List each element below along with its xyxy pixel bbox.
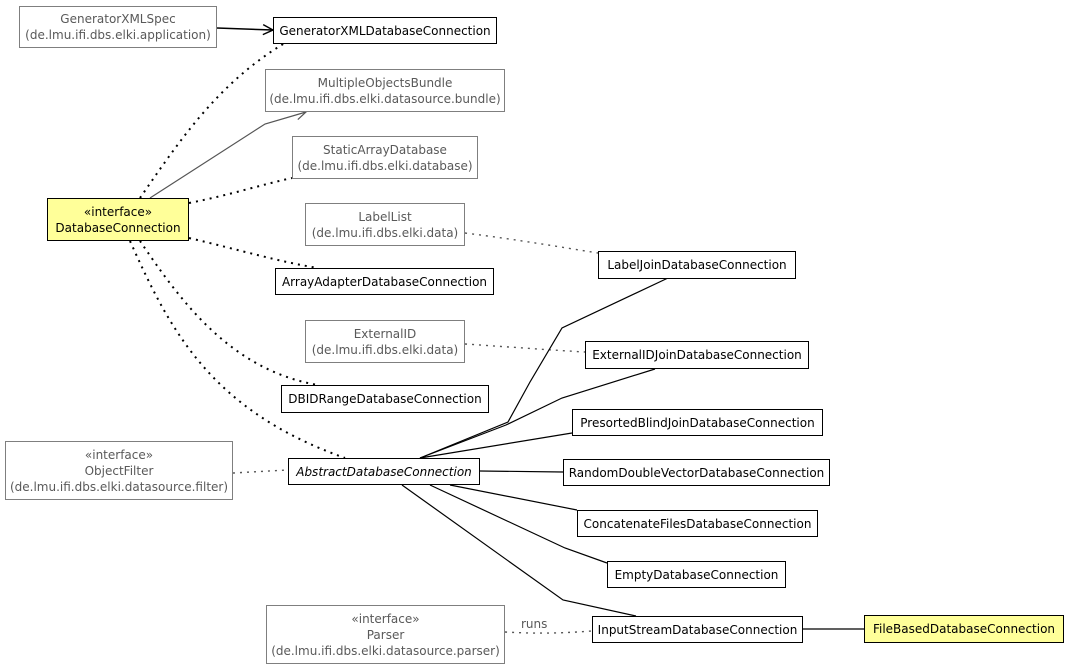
node-array-adapter-database-connection[interactable]: ArrayAdapterDatabaseConnection: [275, 268, 494, 295]
node-multiple-objects-bundle[interactable]: MultipleObjectsBundle (de.lmu.ifi.dbs.el…: [265, 69, 505, 112]
node-name: ArrayAdapterDatabaseConnection: [281, 274, 488, 289]
node-label-list[interactable]: LabelList (de.lmu.ifi.dbs.elki.data): [305, 203, 465, 246]
edge-dbidrange-realizes-dbconn: [139, 240, 319, 386]
node-name: ExternalID: [353, 326, 417, 341]
node-name: StaticArrayDatabase: [323, 142, 447, 157]
edge-generator-realizes-dbconn: [139, 39, 291, 199]
edge-externalidjoin-extends-abstract: [419, 368, 656, 459]
node-name: FileBasedDatabaseConnection: [872, 622, 1056, 636]
edge-dbconn-uses-bundle: [149, 112, 306, 199]
node-name: ExternalIDJoinDatabaseConnection: [592, 348, 802, 362]
node-name: Parser: [366, 627, 405, 642]
node-file-based-database-connection[interactable]: FileBasedDatabaseConnection: [864, 615, 1064, 643]
node-name: DatabaseConnection: [55, 220, 181, 235]
node-static-array-database[interactable]: StaticArrayDatabase (de.lmu.ifi.dbs.elki…: [292, 136, 478, 179]
edge-empty-extends-abstract: [429, 484, 608, 564]
edge-inputstream-parser: [504, 630, 593, 634]
edge-inputstream-extends-abstract: [401, 484, 637, 617]
node-name: GeneratorXMLSpec: [60, 12, 176, 26]
node-package: (de.lmu.ifi.dbs.elki.datasource.bundle): [269, 91, 501, 106]
node-database-connection[interactable]: «interface» DatabaseConnection: [47, 198, 189, 241]
node-dbid-range-database-connection[interactable]: DBIDRangeDatabaseConnection: [281, 385, 489, 413]
node-concatenate-files-database-connection[interactable]: ConcatenateFilesDatabaseConnection: [577, 510, 818, 537]
edge-spec-to-generator: [216, 28, 273, 30]
node-package: (de.lmu.ifi.dbs.elki.database): [297, 158, 473, 173]
node-name: AbstractDatabaseConnection: [296, 464, 472, 479]
node-empty-database-connection[interactable]: EmptyDatabaseConnection: [607, 561, 786, 588]
node-abstract-database-connection[interactable]: AbstractDatabaseConnection: [288, 458, 480, 485]
node-name: RandomDoubleVectorDatabaseConnection: [568, 465, 825, 480]
node-name: PresortedBlindJoinDatabaseConnection: [580, 415, 815, 430]
node-stereotype: «interface»: [351, 611, 420, 626]
node-name: LabelList: [358, 209, 412, 224]
edge-abstract-objectfilter: [232, 469, 289, 474]
node-external-id-join-database-connection[interactable]: ExternalIDJoinDatabaseConnection: [585, 341, 809, 369]
node-name: DBIDRangeDatabaseConnection: [288, 392, 482, 406]
node-package: (de.lmu.ifi.dbs.elki.data): [311, 225, 459, 240]
edge-arrayadapter-realizes-dbconn: [188, 237, 319, 269]
edge-externalidjoin-externalid: [464, 343, 586, 353]
node-name: EmptyDatabaseConnection: [614, 567, 779, 582]
node-input-stream-database-connection[interactable]: InputStreamDatabaseConnection: [592, 616, 803, 643]
node-name: GeneratorXMLDatabaseConnection: [279, 23, 491, 38]
node-presorted-blind-join-database-connection[interactable]: PresortedBlindJoinDatabaseConnection: [572, 409, 823, 436]
node-name: LabelJoinDatabaseConnection: [607, 258, 787, 272]
node-name: MultipleObjectsBundle: [317, 75, 453, 90]
node-package: (de.lmu.ifi.dbs.elki.datasource.parser): [271, 643, 500, 658]
node-parser[interactable]: «interface» Parser (de.lmu.ifi.dbs.elki.…: [266, 605, 505, 664]
edge-label-runs: runs: [521, 617, 548, 631]
node-random-double-vector-database-connection[interactable]: RandomDoubleVectorDatabaseConnection: [563, 459, 830, 486]
node-object-filter[interactable]: «interface» ObjectFilter (de.lmu.ifi.dbs…: [5, 441, 233, 500]
edge-labeljoin-labellist: [464, 232, 599, 254]
edge-presorted-extends-abstract: [419, 432, 573, 459]
node-external-id[interactable]: ExternalID (de.lmu.ifi.dbs.elki.data): [305, 320, 465, 363]
edge-dbconn-staticarray: [188, 177, 293, 204]
node-package: (de.lmu.ifi.dbs.elki.datasource.filter): [9, 479, 229, 494]
node-generator-xml-spec[interactable]: GeneratorXMLSpec (de.lmu.ifi.dbs.elki.ap…: [19, 6, 217, 48]
node-stereotype: «interface»: [83, 204, 153, 219]
node-name: ObjectFilter: [84, 463, 154, 478]
node-package: (de.lmu.ifi.dbs.elki.data): [311, 342, 459, 357]
node-generator-xml-database-connection[interactable]: GeneratorXMLDatabaseConnection: [273, 17, 497, 44]
node-label-join-database-connection[interactable]: LabelJoinDatabaseConnection: [598, 251, 796, 279]
node-name: InputStreamDatabaseConnection: [597, 622, 798, 637]
node-name: ConcatenateFilesDatabaseConnection: [583, 516, 812, 531]
edge-concatenate-extends-abstract: [449, 484, 578, 511]
node-stereotype: «interface»: [84, 447, 154, 462]
node-package: (de.lmu.ifi.dbs.elki.application): [25, 28, 211, 42]
edge-randomdouble-extends-abstract: [479, 470, 564, 473]
edge-labeljoin-extends-abstract: [419, 277, 669, 459]
